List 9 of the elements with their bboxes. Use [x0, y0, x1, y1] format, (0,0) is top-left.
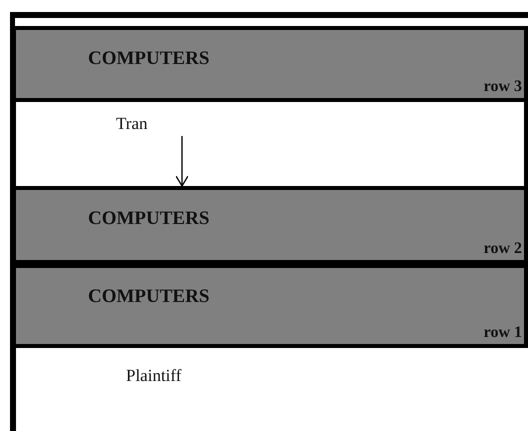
row-heading: COMPUTERS	[88, 286, 210, 308]
row-heading: COMPUTERS	[88, 208, 210, 230]
arrow	[175, 136, 189, 187]
person-name: Tran	[116, 114, 188, 136]
person-name: Plaintiff	[126, 366, 182, 386]
row-number: row 3	[484, 78, 522, 96]
row-heading: COMPUTERS	[88, 48, 210, 70]
row-number: row 1	[484, 324, 522, 342]
row-number: row 2	[484, 240, 522, 258]
